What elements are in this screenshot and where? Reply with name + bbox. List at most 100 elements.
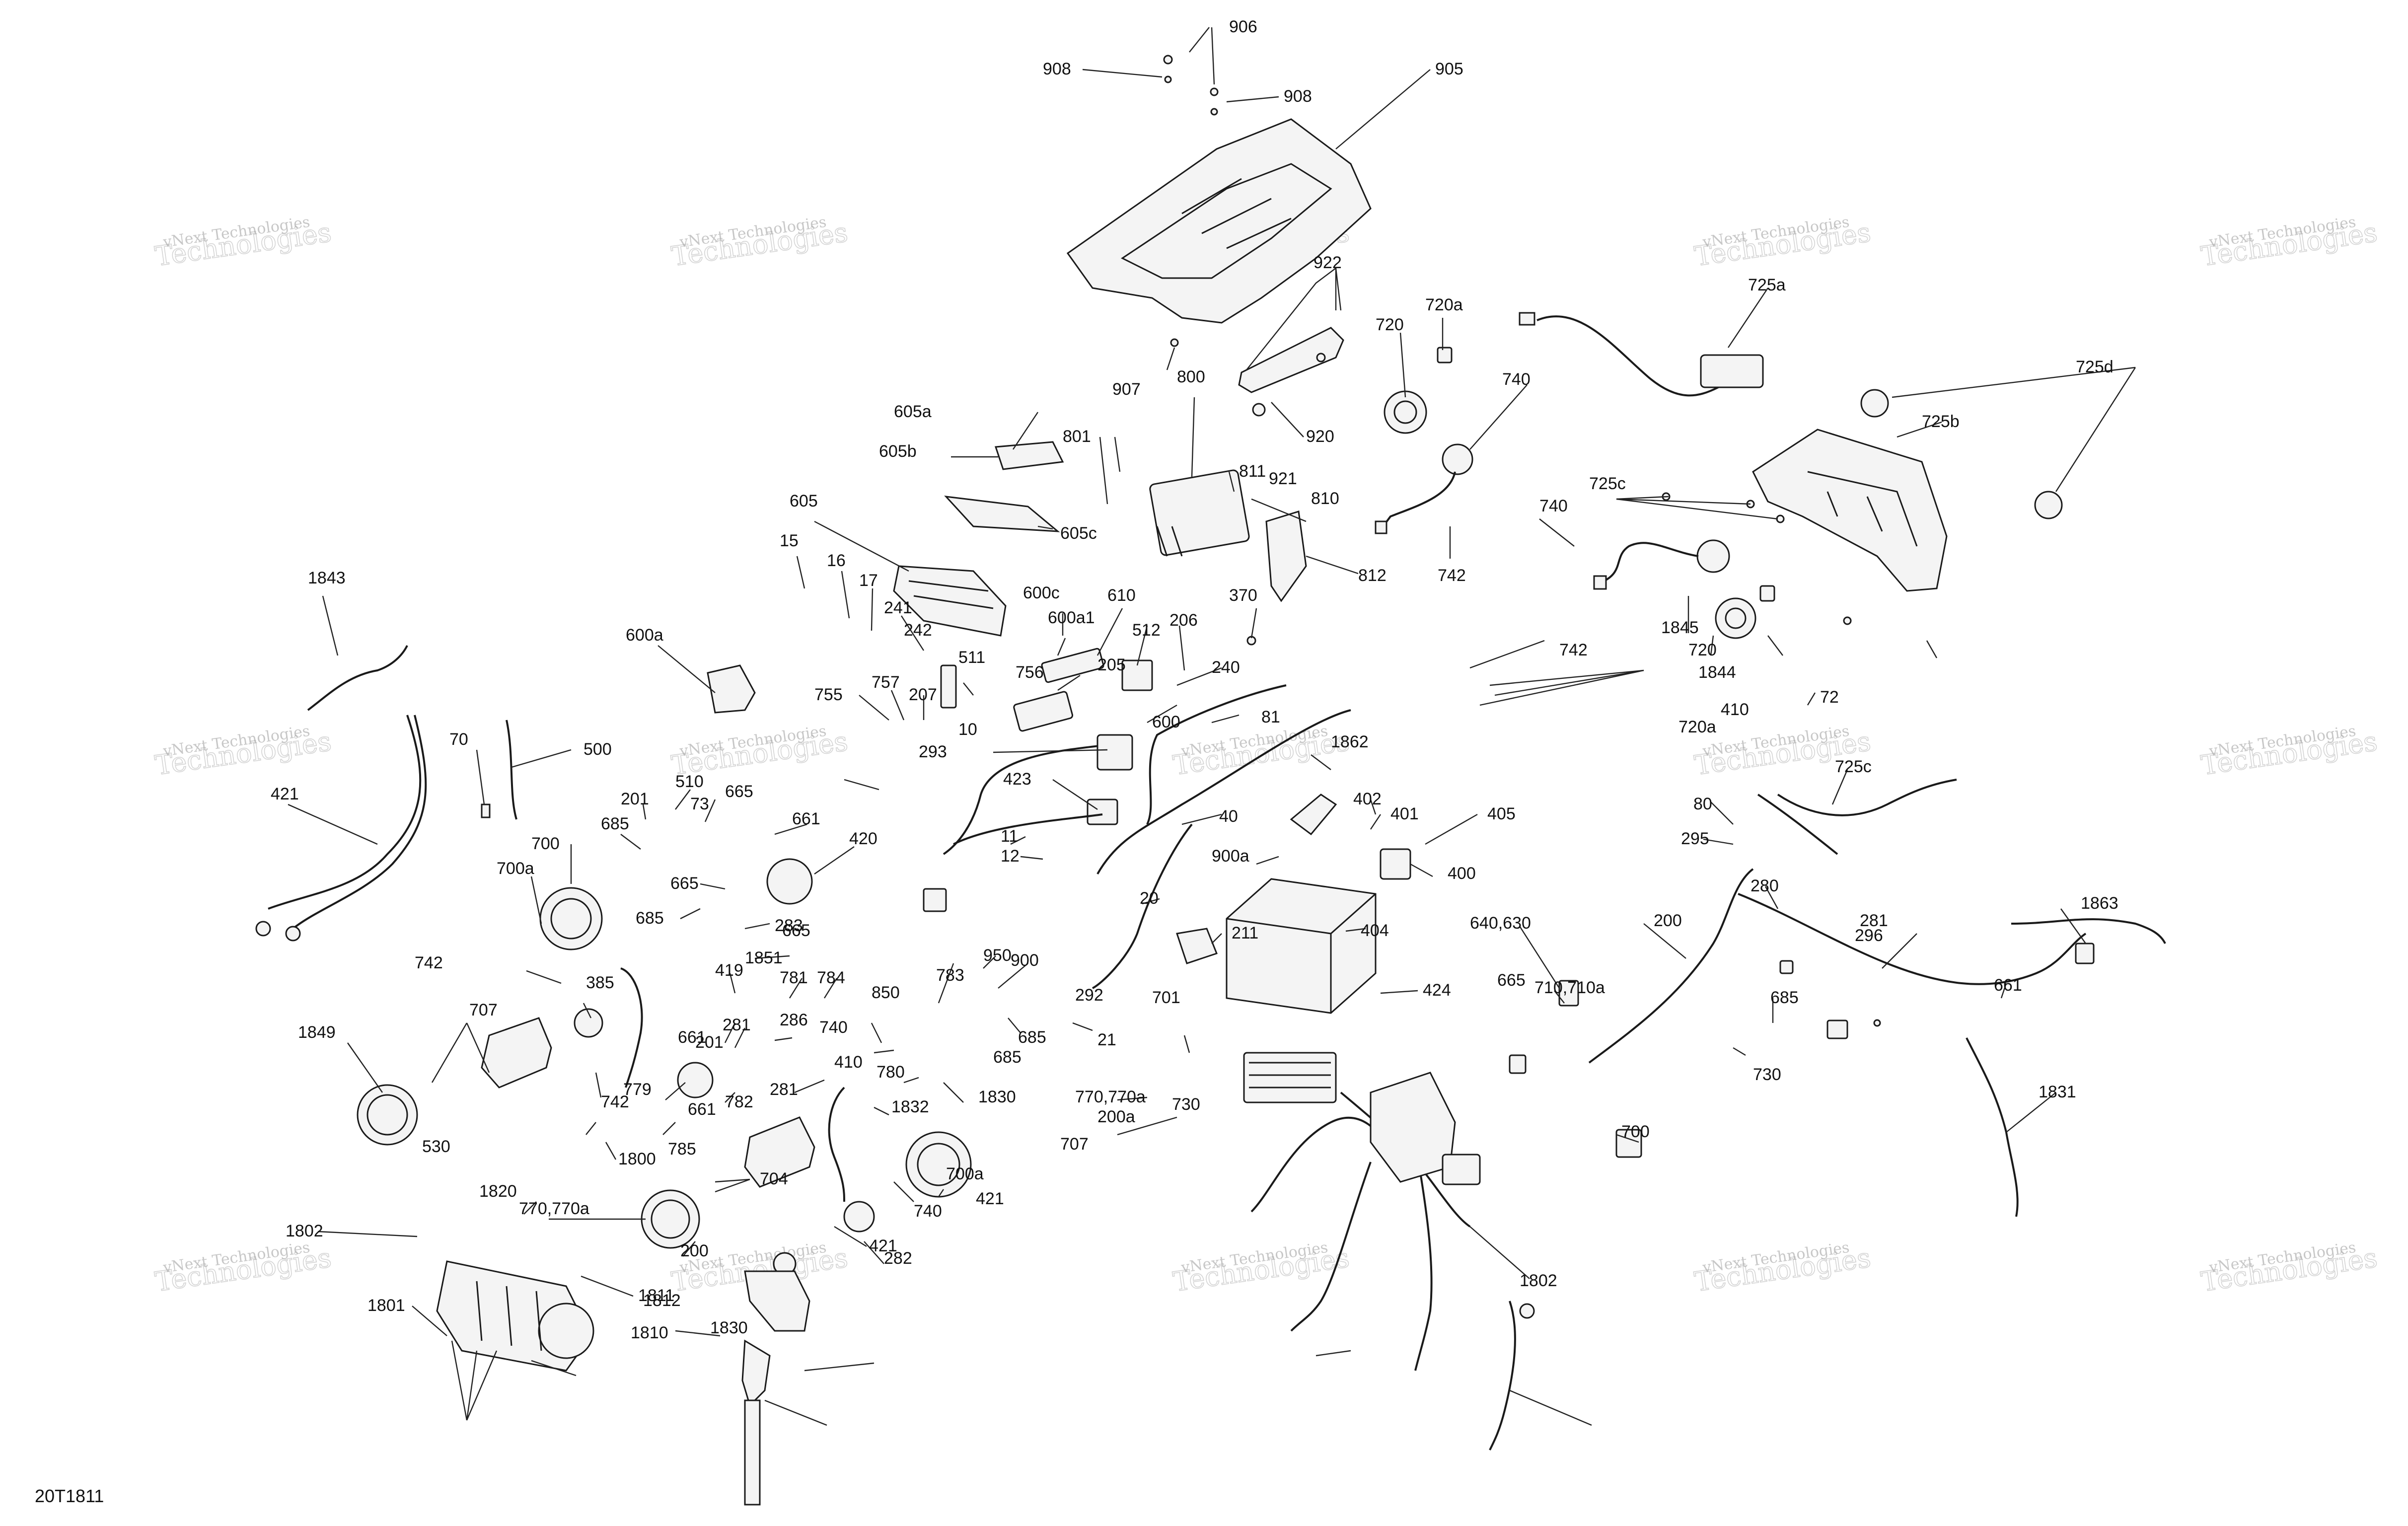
part-callout-206: 206 — [1169, 611, 1198, 630]
part-callout-201: 201 — [621, 790, 649, 808]
part-callout-907: 907 — [1112, 380, 1141, 399]
part-callout-240: 240 — [1212, 658, 1240, 677]
part-callout-295: 295 — [1681, 829, 1709, 848]
part-callout-21: 21 — [1097, 1030, 1116, 1049]
part-callout-740: 740 — [1539, 497, 1568, 515]
part-callout-783: 783 — [936, 966, 964, 985]
part-callout-801: 801 — [1063, 427, 1091, 446]
part-callout-900a: 900a — [1212, 847, 1249, 866]
part-callout-12: 12 — [1001, 847, 1020, 866]
part-callout-665: 665 — [782, 921, 810, 940]
part-callout-685: 685 — [1018, 1028, 1046, 1047]
part-callout-1812: 1812 — [643, 1291, 681, 1310]
part-callout-1831: 1831 — [2039, 1083, 2076, 1101]
part-callout-922: 922 — [1313, 253, 1342, 272]
part-callout-665: 665 — [670, 874, 699, 893]
part-callout-200a: 200a — [1097, 1107, 1135, 1126]
part-callout-785: 785 — [668, 1140, 696, 1159]
part-callout-292: 292 — [1075, 986, 1103, 1005]
part-callout-905: 905 — [1435, 60, 1463, 78]
part-callout-420: 420 — [849, 829, 877, 848]
part-callout-281: 281 — [770, 1080, 798, 1099]
part-callout-740: 740 — [914, 1202, 942, 1221]
part-callout-424: 424 — [1423, 981, 1451, 1000]
part-callout-1801: 1801 — [367, 1296, 405, 1315]
part-callout-685: 685 — [993, 1048, 1022, 1067]
part-callout-16: 16 — [827, 551, 846, 570]
part-callout-1800: 1800 — [618, 1150, 656, 1168]
part-callout-950: 950 — [983, 946, 1012, 965]
part-callout-720a: 720a — [1425, 295, 1463, 314]
part-callout-742: 742 — [1559, 641, 1588, 659]
part-callout-725a: 725a — [1748, 276, 1786, 294]
part-callout-1849: 1849 — [298, 1023, 336, 1042]
part-callout-207: 207 — [909, 685, 937, 704]
part-callout-701: 701 — [1152, 988, 1180, 1007]
part-callout-1820: 1820 — [479, 1182, 517, 1201]
part-callout-661: 661 — [678, 1028, 706, 1047]
part-callout-20: 20 — [1140, 889, 1159, 908]
part-callout-782: 782 — [725, 1092, 753, 1111]
part-callout-665: 665 — [1497, 971, 1526, 990]
part-callout-200: 200 — [1654, 911, 1682, 930]
part-callout-908: 908 — [1284, 87, 1312, 106]
part-callout-780: 780 — [876, 1063, 905, 1082]
part-callout-725c: 725c — [1835, 757, 1872, 776]
part-callout-1802: 1802 — [1520, 1271, 1557, 1290]
part-callout-920: 920 — [1306, 427, 1334, 446]
part-callout-700: 700 — [1621, 1122, 1650, 1141]
part-callout-700a: 700a — [497, 859, 534, 878]
part-callout-605b: 605b — [879, 442, 917, 461]
part-callout-293: 293 — [919, 742, 947, 761]
part-callout-640-630: 640,630 — [1470, 914, 1531, 933]
part-callout-419: 419 — [715, 961, 743, 980]
part-callout-685: 685 — [636, 909, 664, 928]
leader-lines — [288, 27, 2136, 1426]
part-callout-81: 81 — [1261, 708, 1280, 727]
part-callout-740: 740 — [1502, 370, 1531, 389]
part-callout-281: 281 — [723, 1016, 751, 1034]
part-callout-410: 410 — [834, 1053, 863, 1072]
part-callout-200: 200 — [680, 1241, 709, 1260]
part-callout-810: 810 — [1311, 489, 1339, 508]
part-callout-900: 900 — [1011, 951, 1039, 970]
part-callout-730: 730 — [1172, 1095, 1200, 1114]
part-callout-700: 700 — [531, 834, 560, 853]
part-callout-512: 512 — [1132, 621, 1161, 640]
part-callout-401: 401 — [1390, 804, 1419, 823]
part-callout-685: 685 — [601, 814, 629, 833]
part-callout-80: 80 — [1693, 795, 1712, 813]
part-callout-40: 40 — [1219, 807, 1238, 826]
part-callout-755: 755 — [814, 685, 843, 704]
part-callout-906: 906 — [1229, 17, 1257, 36]
part-callout-770-770a: 770,770a — [519, 1199, 589, 1218]
part-callout-600c: 600c — [1023, 583, 1060, 602]
part-callout-600a: 600a — [626, 626, 663, 645]
part-callout-600: 600 — [1152, 713, 1180, 731]
part-callout-661: 661 — [792, 809, 820, 828]
part-callout-720a: 720a — [1678, 718, 1716, 736]
part-callout-421: 421 — [976, 1189, 1004, 1208]
part-callout-511: 511 — [958, 648, 985, 667]
part-callout-1802: 1802 — [286, 1222, 323, 1240]
part-callout-605a: 605a — [894, 402, 932, 421]
part-callout-661: 661 — [1994, 976, 2022, 995]
part-callout-756: 756 — [1016, 663, 1044, 682]
part-callout-707: 707 — [1060, 1135, 1089, 1154]
part-callout-72: 72 — [1820, 688, 1839, 707]
part-callout-241: 241 — [884, 598, 912, 617]
part-callout-661: 661 — [688, 1100, 716, 1119]
drawing-code: 20T1811 — [35, 1486, 104, 1506]
part-callout-400: 400 — [1448, 864, 1476, 883]
callout-labels: 906908908905922907720720a725a725d725b920… — [271, 17, 2118, 1342]
part-callout-70: 70 — [449, 730, 468, 749]
part-callout-707: 707 — [469, 1001, 498, 1019]
part-callout-1830: 1830 — [978, 1088, 1016, 1106]
